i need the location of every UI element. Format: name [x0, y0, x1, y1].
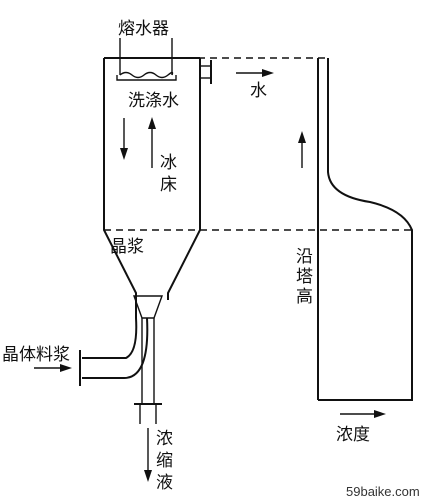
wash-down-arrow [120, 118, 128, 160]
water-outlet-nozzle [200, 60, 212, 84]
along-height-label-1: 沿 [296, 247, 313, 267]
concentrate-label-1: 浓 [156, 429, 173, 449]
concentrate-down-arrow [144, 428, 152, 482]
concentration-profile [317, 58, 413, 401]
melter-unit [116, 38, 177, 81]
bottom-outlet [134, 380, 162, 424]
melter-label: 熔水器 [118, 19, 169, 39]
concentration-label: 浓度 [336, 425, 370, 445]
concentration-arrow [340, 410, 386, 418]
feed-arrow [34, 364, 72, 372]
height-up-arrow [298, 131, 306, 168]
ice-bed-label-1: 冰 [160, 153, 177, 173]
feed-label: 晶体料浆 [2, 345, 70, 365]
along-height-label-3: 高 [296, 287, 313, 307]
slurry-label: 晶浆 [110, 237, 144, 257]
along-height-label-2: 塔 [296, 267, 313, 287]
wash-water-label: 洗涤水 [128, 91, 179, 111]
water-label: 水 [250, 81, 267, 101]
inner-funnel [133, 295, 163, 380]
watermark: 59baike.com [346, 484, 420, 499]
feed-pipe [79, 317, 149, 386]
concentrate-label-3: 液 [156, 473, 173, 493]
water-arrow [236, 69, 274, 77]
concentrate-label-2: 缩 [156, 451, 173, 471]
ice-bed-up-arrow [148, 117, 156, 168]
ice-bed-label-2: 床 [160, 175, 177, 195]
